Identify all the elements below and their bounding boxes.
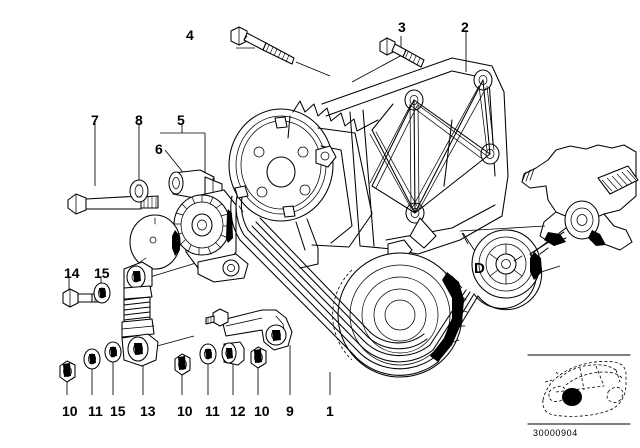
callout-6-tensioner-pulley: 6 [155, 141, 163, 157]
callout-5-belt-tensioner: 5 [177, 112, 185, 128]
part-11-lock-washer-b [199, 343, 217, 365]
part-5-tensioner-foot [197, 253, 249, 283]
part-10-hex-nut-a [59, 360, 76, 383]
part-15-washer-lower [104, 341, 122, 363]
callout-15-washer-b: 15 [110, 403, 126, 419]
callout-1-ribbed-vee-belt: 1 [326, 403, 334, 419]
callout-14-hex-bolt: 14 [64, 265, 80, 281]
part-13-vibration-damper [121, 261, 159, 367]
callout-10-hex-nut-b: 10 [177, 403, 193, 419]
part-12-spacer-bushing [221, 341, 245, 366]
callout-13-vibration-damper: 13 [140, 403, 156, 419]
part-8-washer [129, 179, 149, 203]
part-11-lock-washer-a [83, 348, 101, 370]
drawing-id-text: 30000904 [533, 428, 578, 438]
callout-11-lock-washer-b: 11 [205, 403, 220, 419]
part-10-hex-nut-b [174, 353, 191, 376]
part-3-hex-bolt-short [379, 37, 425, 68]
callout-4-hex-bolt-long: 4 [186, 27, 194, 43]
power-steering-pump [521, 144, 639, 251]
idler-pulley [129, 214, 181, 270]
callout-7-pivot-bolt: 7 [91, 112, 99, 128]
callout-11-lock-washer-a: 11 [88, 403, 103, 419]
part-6-tensioner-pulley [173, 194, 233, 256]
ac-compressor [228, 100, 379, 269]
callout-3-hex-bolt-short: 3 [398, 19, 406, 35]
callout-9-mounting-strut: 9 [286, 403, 294, 419]
callout-2-support-bracket: 2 [461, 19, 469, 35]
part-10-hex-nut-c [250, 346, 267, 369]
callout-8-washer: 8 [135, 112, 143, 128]
part-15-washer-upper [93, 282, 111, 304]
vehicle-location-inset [527, 354, 631, 425]
callout-10-hex-nut-a: 10 [62, 403, 78, 419]
callout-10-hex-nut-c: 10 [254, 403, 270, 419]
callout-d-dimension: D [474, 260, 485, 277]
part-9-mounting-strut [205, 308, 293, 351]
part-1-ribbed-vee-belt [230, 195, 567, 376]
callout-12-spacer-bushing: 12 [230, 403, 246, 419]
callout-15-washer: 15 [94, 265, 110, 281]
part-4-hex-bolt-long [230, 26, 295, 65]
